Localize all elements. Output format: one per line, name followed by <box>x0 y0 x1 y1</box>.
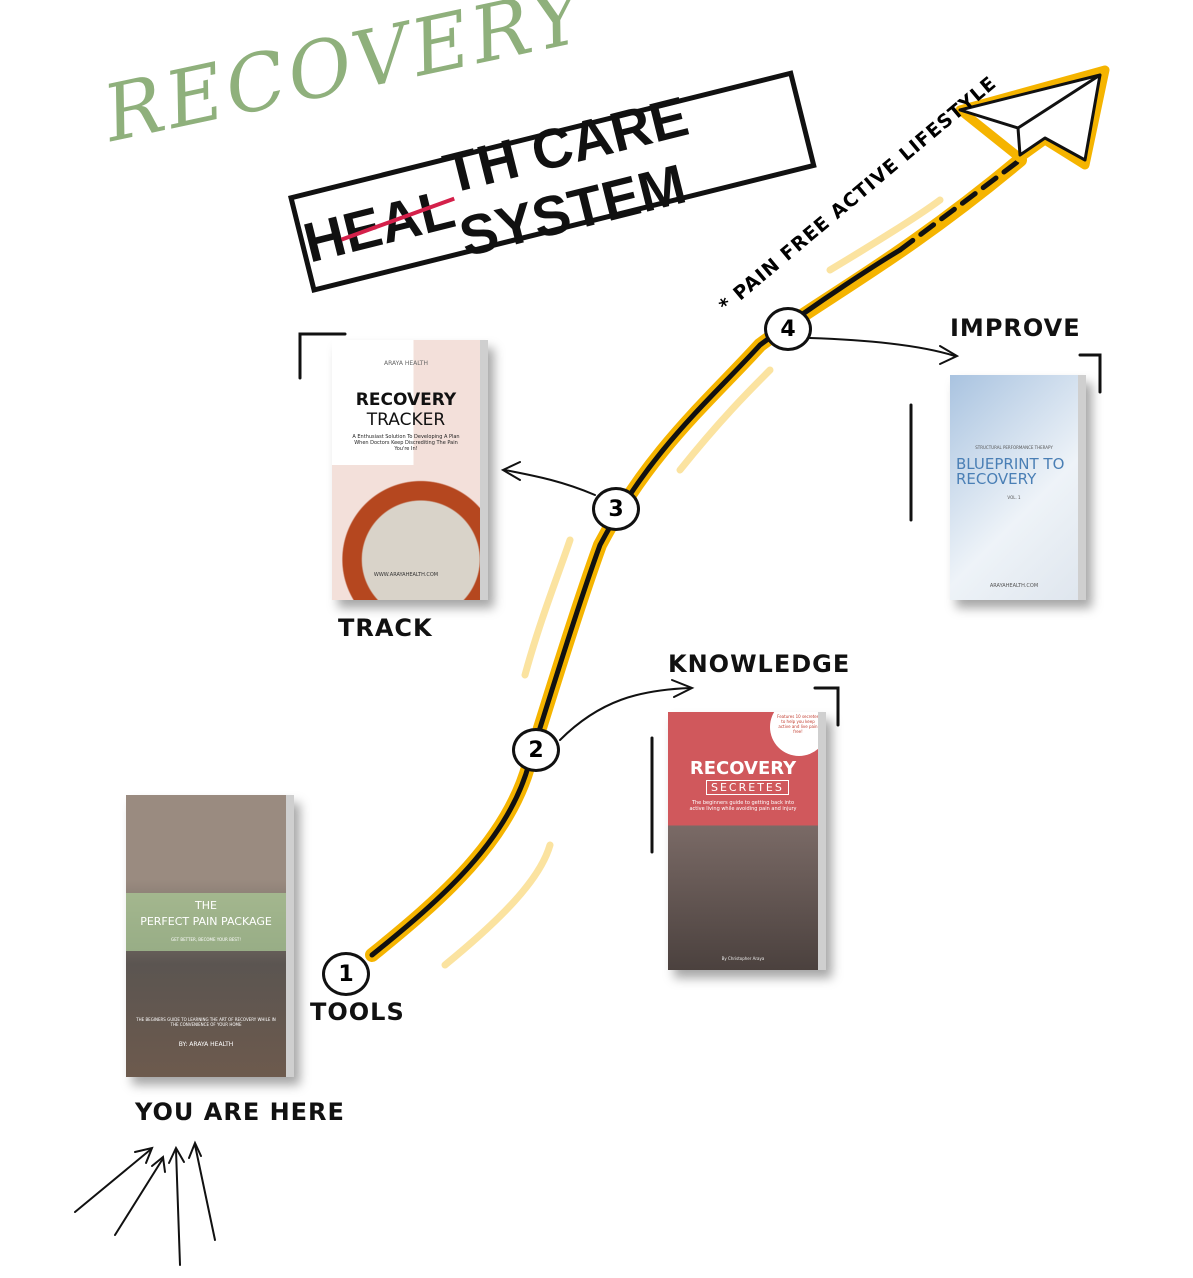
label-tools: TOOLS <box>310 998 405 1026</box>
book-title-2: RECOVERY <box>956 470 1037 488</box>
book-subtitle: A Enthusiast Solution To Developing A Pl… <box>352 434 460 452</box>
title-struck-text: EAL <box>336 175 461 265</box>
book-blueprint-to-recovery: STRUCTURAL PERFORMANCE THERAPY BLUEPRINT… <box>950 375 1086 600</box>
step-3-marker: 3 <box>592 487 640 531</box>
book-url: ARAYAHEALTH.COM <box>989 583 1039 589</box>
path-dashed <box>897 157 1023 253</box>
book-url: WWW.ARAYAHEALTH.COM <box>373 572 439 578</box>
book-title-2: TRACKER <box>366 410 446 430</box>
book-title-1: THE <box>195 899 217 912</box>
book-author: By Christopher Araya <box>721 956 765 961</box>
label-improve: IMPROVE <box>950 314 1081 342</box>
label-track: TRACK <box>338 614 433 642</box>
book-subtitle: GET BETTER, BECOME YOUR BEST! <box>171 937 241 942</box>
step-4-marker: 4 <box>764 307 812 351</box>
book-title-2: PERFECT PAIN PACKAGE <box>140 915 272 928</box>
book-recovery-secretes: Features 10 secretes to help you keep ac… <box>668 712 826 970</box>
book-recovery-tracker: ARAYA HEALTH RECOVERY TRACKER A Enthusia… <box>332 340 488 600</box>
step-2-marker: 2 <box>512 728 560 772</box>
step-1-marker: 1 <box>322 952 370 996</box>
paper-plane-icon <box>955 65 1110 170</box>
book-title: RECOVERY <box>355 390 457 410</box>
pointer-arrows <box>74 1140 216 1266</box>
book-subtitle: The beginners guide to getting back into… <box>689 800 797 812</box>
book-blurb: THE BEGINERS GUIDE TO LEARNING THE ART O… <box>136 1017 276 1027</box>
book-brand: ARAYA HEALTH <box>384 360 428 367</box>
book-volume: VOL. 1 <box>1007 495 1021 500</box>
book-title-2: SECRETES <box>706 780 789 795</box>
book-perfect-pain-package: THE PERFECT PAIN PACKAGE GET BETTER, BEC… <box>126 795 294 1077</box>
you-are-here-label: YOU ARE HERE <box>135 1098 345 1126</box>
book-kicker: STRUCTURAL PERFORMANCE THERAPY <box>975 445 1053 450</box>
book-badge: Features 10 secretes to help you keep ac… <box>770 712 818 756</box>
book-author: BY: ARAYA HEALTH <box>178 1041 234 1048</box>
book-title-1: BLUEPRINT TO <box>956 455 1065 473</box>
label-knowledge: KNOWLEDGE <box>668 650 851 678</box>
book-title: RECOVERY <box>689 758 797 779</box>
